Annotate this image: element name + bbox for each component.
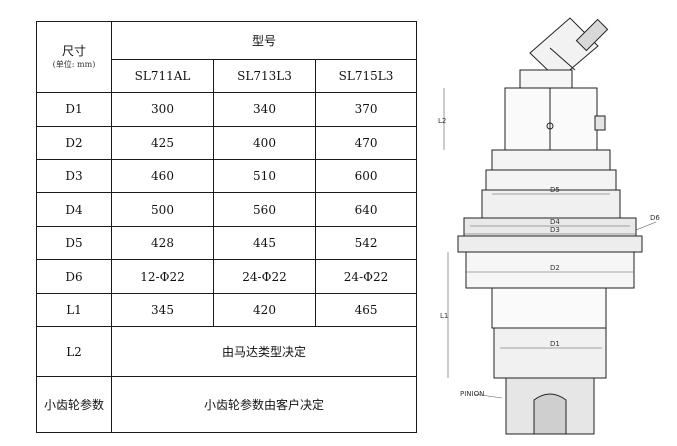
cell-value: 345 <box>111 292 214 328</box>
motor-body <box>519 17 609 89</box>
label-l2: L2 <box>438 117 446 125</box>
corner-title: 尺寸 <box>61 44 86 59</box>
row-label: D6 <box>36 259 112 294</box>
model-header: SL715L3 <box>314 58 418 94</box>
row-label: 小齿轮参数 <box>36 376 112 433</box>
model-header: SL713L3 <box>213 58 316 94</box>
corner-unit: (单位: mm) <box>52 60 96 70</box>
table-row: D3 460 510 600 <box>36 158 418 194</box>
cell-value: 370 <box>314 92 418 127</box>
cell-value: 24-Φ22 <box>314 259 418 294</box>
label-d2: D2 <box>550 264 560 272</box>
cell-value: 600 <box>314 158 418 194</box>
corner-header-cell: 尺寸 (单位: mm) <box>36 20 112 94</box>
model-group-header: 型号 <box>110 21 418 60</box>
label-l1: L1 <box>440 312 448 320</box>
cell-value: 420 <box>213 292 316 328</box>
table-row: D6 12-Φ22 24-Φ22 24-Φ22 <box>36 259 418 294</box>
table-row: L2 由马达类型决定 <box>36 326 418 378</box>
table-row: 小齿轮参数 小齿轮参数由客户决定 <box>36 376 418 433</box>
cell-value: 340 <box>213 92 316 127</box>
flange-stack <box>457 149 643 289</box>
cell-value: 428 <box>111 225 214 261</box>
label-d1: D1 <box>550 340 560 348</box>
row-label: D3 <box>36 158 112 194</box>
row-label: D2 <box>36 125 112 161</box>
cell-value: 445 <box>213 225 316 261</box>
cell-value: 640 <box>314 192 418 227</box>
label-d3: D3 <box>550 226 560 234</box>
cell-value: 470 <box>314 125 418 161</box>
cell-value: 300 <box>111 92 214 127</box>
row-label: L2 <box>36 326 112 378</box>
table-row: D5 428 445 542 <box>36 225 418 261</box>
label-pinion: PINION <box>460 390 484 398</box>
lower-body <box>491 287 607 435</box>
cell-value: 400 <box>213 125 316 161</box>
model-header: SL711AL <box>111 58 214 94</box>
label-d6: D6 <box>650 214 660 222</box>
row-label: D1 <box>36 92 112 127</box>
label-d4: D4 <box>550 218 560 226</box>
cell-value: 560 <box>213 192 316 227</box>
cell-value: 465 <box>314 292 418 328</box>
technical-drawing: L2 L1 D5 D4 D3 D2 D1 D6 PINION <box>438 17 660 435</box>
label-d5: D5 <box>550 186 560 194</box>
pinion-value: 小齿轮参数由客户决定 <box>110 376 418 433</box>
row-label: D5 <box>36 225 112 261</box>
row-label: L1 <box>36 292 112 328</box>
l2-value: 由马达类型决定 <box>110 326 418 378</box>
cell-value: 460 <box>111 158 214 194</box>
cell-value: 24-Φ22 <box>213 259 316 294</box>
upper-housing <box>504 87 606 151</box>
table-row: D2 425 400 470 <box>36 125 418 161</box>
cell-value: 510 <box>213 158 316 194</box>
spec-table: 尺寸 (单位: mm) 型号 SL711AL SL713L3 SL715L3 D… <box>36 20 418 433</box>
row-label: D4 <box>36 192 112 227</box>
cell-value: 12-Φ22 <box>111 259 214 294</box>
table-row: D1 300 340 370 <box>36 92 418 127</box>
table-row: D4 500 560 640 <box>36 192 418 227</box>
cell-value: 500 <box>111 192 214 227</box>
cell-value: 425 <box>111 125 214 161</box>
cell-value: 542 <box>314 225 418 261</box>
dimension-lines <box>443 88 657 399</box>
table-row: L1 345 420 465 <box>36 292 418 328</box>
